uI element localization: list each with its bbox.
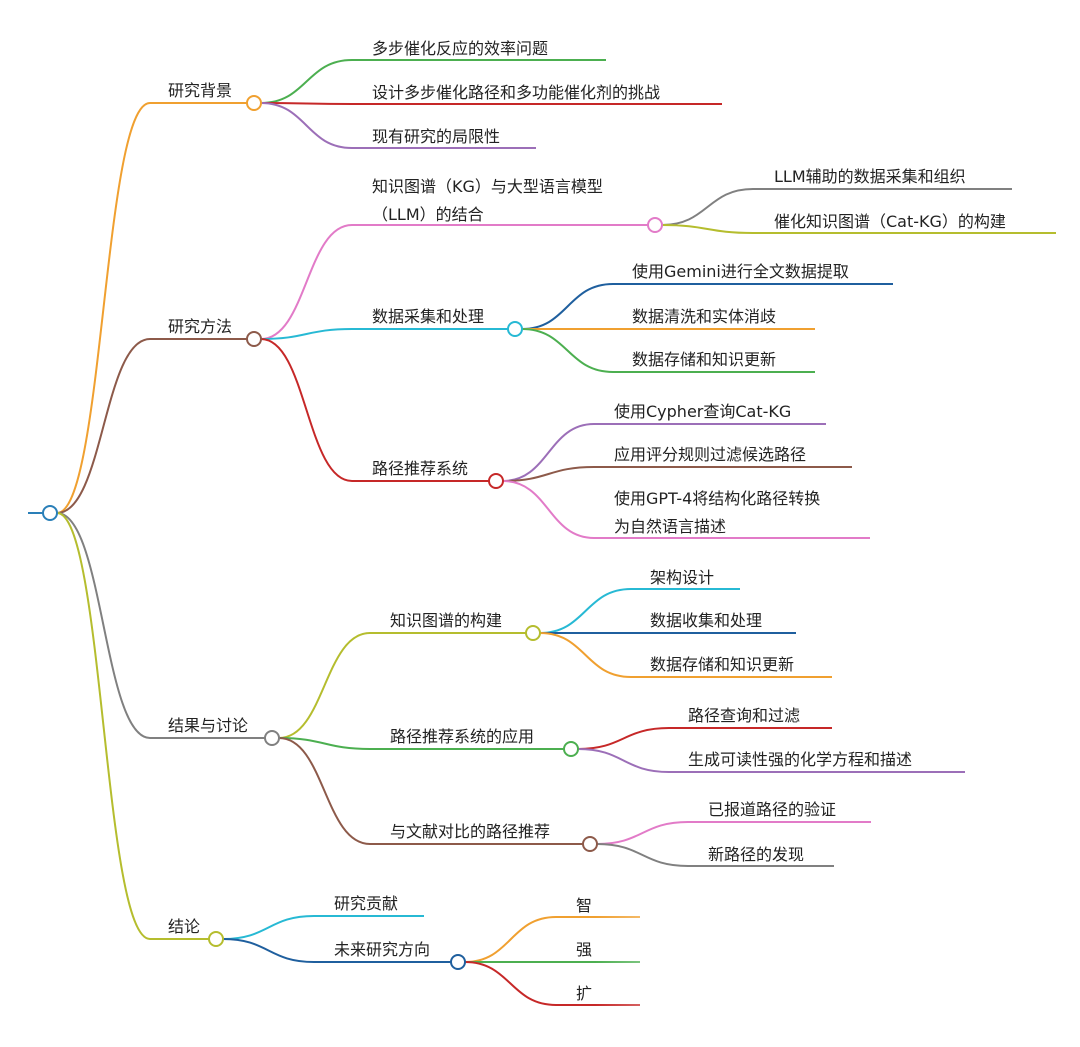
leaf-label-1.1.1: 数据清洗和实体消歧 bbox=[632, 307, 776, 326]
topic-label-2.1: 路径推荐系统的应用 bbox=[390, 727, 534, 746]
leaf-label-2.2.0: 已报道路径的验证 bbox=[708, 800, 836, 819]
edge-2.1.0 bbox=[577, 727, 670, 750]
edge-2.0.2 bbox=[539, 632, 632, 678]
labels-layer: 研究背景 多步催化反应的效率问题设计多步催化路径和多功能催化剂的挑战现有研究的局限… bbox=[168, 39, 1006, 1003]
edge-2.2.1 bbox=[596, 843, 689, 867]
topic-label-1.0-line2: （LLM）的结合 bbox=[372, 205, 484, 224]
leaf-label-3.1.2: 扩 bbox=[576, 984, 592, 1003]
leaf-label-1.0.0: LLM辅助的数据采集和组织 bbox=[774, 167, 966, 186]
leaf-label-1.1.2: 数据存储和知识更新 bbox=[632, 350, 776, 369]
leaf-label-1.2.2-line2: 为自然语言描述 bbox=[614, 517, 726, 536]
edge-1.2.0 bbox=[502, 423, 595, 482]
branch-node-2[interactable] bbox=[264, 730, 280, 746]
edge-1.1 bbox=[260, 328, 353, 340]
branch-label-2: 结果与讨论 bbox=[168, 716, 248, 735]
topic-node-1.1[interactable] bbox=[507, 321, 523, 337]
topic-label-1.1: 数据采集和处理 bbox=[372, 307, 484, 326]
topic-label-3.0: 研究贡献 bbox=[334, 894, 398, 913]
edge-2.0 bbox=[278, 632, 371, 739]
edge-0.1 bbox=[260, 102, 353, 105]
edge-1.0.0 bbox=[661, 188, 754, 226]
leaf-label-2.1.0: 路径查询和过滤 bbox=[688, 706, 800, 725]
edge-root-2 bbox=[56, 512, 151, 739]
leaf-label-1.0.1: 催化知识图谱（Cat-KG）的构建 bbox=[774, 212, 1006, 231]
topic-node-2.1[interactable] bbox=[563, 741, 579, 757]
edges-layer bbox=[56, 59, 754, 1006]
topic-label-1.2: 路径推荐系统 bbox=[372, 459, 468, 478]
branch-label-1: 研究方法 bbox=[168, 317, 232, 336]
edge-1.1.0 bbox=[521, 283, 614, 330]
branch-node-0[interactable] bbox=[246, 95, 262, 111]
edge-3.1 bbox=[222, 938, 315, 963]
topic-node-3.1[interactable] bbox=[450, 954, 466, 970]
leaf-label-1.2.1: 应用评分规则过滤候选路径 bbox=[614, 445, 806, 464]
branch-node-3[interactable] bbox=[208, 931, 224, 947]
edge-2.2 bbox=[278, 737, 371, 845]
edge-2.1.1 bbox=[577, 748, 670, 773]
branch-label-3: 结论 bbox=[168, 917, 200, 936]
edge-0.2 bbox=[260, 102, 353, 149]
branch-label-0: 研究背景 bbox=[168, 81, 232, 100]
leaf-label-1.2.0: 使用Cypher查询Cat-KG bbox=[614, 402, 791, 421]
leaf-label-2.0.1: 数据收集和处理 bbox=[650, 611, 762, 630]
topic-label-0.2: 现有研究的局限性 bbox=[372, 127, 500, 146]
topic-node-2.2[interactable] bbox=[582, 836, 598, 852]
topic-label-2.0: 知识图谱的构建 bbox=[390, 611, 502, 630]
leaf-label-2.0.2: 数据存储和知识更新 bbox=[650, 655, 794, 674]
edge-1.0.1 bbox=[661, 224, 754, 234]
leaf-label-3.1.1: 强 bbox=[576, 940, 592, 959]
branch-node-1[interactable] bbox=[246, 331, 262, 347]
cropped-overlay bbox=[595, 880, 1080, 1047]
leaf-label-3.1.0: 智 bbox=[576, 896, 592, 915]
edge-root-1 bbox=[56, 338, 151, 514]
edge-3.1.2 bbox=[464, 961, 557, 1006]
leaf-label-2.1.1: 生成可读性强的化学方程和描述 bbox=[688, 750, 912, 769]
topic-label-3.1: 未来研究方向 bbox=[334, 940, 430, 959]
leaf-label-1.1.0: 使用Gemini进行全文数据提取 bbox=[632, 262, 849, 281]
edge-2.0.0 bbox=[539, 588, 632, 634]
topic-node-1.0[interactable] bbox=[647, 217, 663, 233]
leaf-label-2.2.1: 新路径的发现 bbox=[708, 845, 804, 864]
topic-label-1.0-line1: 知识图谱（KG）与大型语言模型 bbox=[372, 177, 603, 196]
nodes-layer bbox=[42, 95, 663, 970]
edge-2.1 bbox=[278, 737, 371, 750]
leaf-label-2.0.0: 架构设计 bbox=[650, 568, 714, 587]
topic-node-2.0[interactable] bbox=[525, 625, 541, 641]
edge-2.2.0 bbox=[596, 821, 689, 845]
edge-3.1.0 bbox=[464, 916, 557, 963]
underlines-layer bbox=[28, 59, 1056, 1006]
root-node[interactable] bbox=[42, 505, 58, 521]
edge-1.2 bbox=[260, 338, 353, 482]
edge-0.0 bbox=[260, 59, 353, 104]
leaf-label-1.2.2-line1: 使用GPT-4将结构化路径转换 bbox=[614, 489, 820, 508]
edge-1.0 bbox=[260, 224, 353, 340]
edge-1.2.2 bbox=[502, 480, 595, 539]
topic-label-0.1: 设计多步催化路径和多功能催化剂的挑战 bbox=[372, 83, 660, 102]
edge-root-3 bbox=[56, 512, 151, 940]
edge-1.1.2 bbox=[521, 328, 614, 373]
edge-root-0 bbox=[56, 102, 151, 514]
edge-3.0 bbox=[222, 915, 315, 940]
topic-node-1.2[interactable] bbox=[488, 473, 504, 489]
topic-label-0.0: 多步催化反应的效率问题 bbox=[372, 39, 548, 58]
edge-1.2.1 bbox=[502, 466, 595, 482]
topic-label-2.2: 与文献对比的路径推荐 bbox=[390, 822, 550, 841]
